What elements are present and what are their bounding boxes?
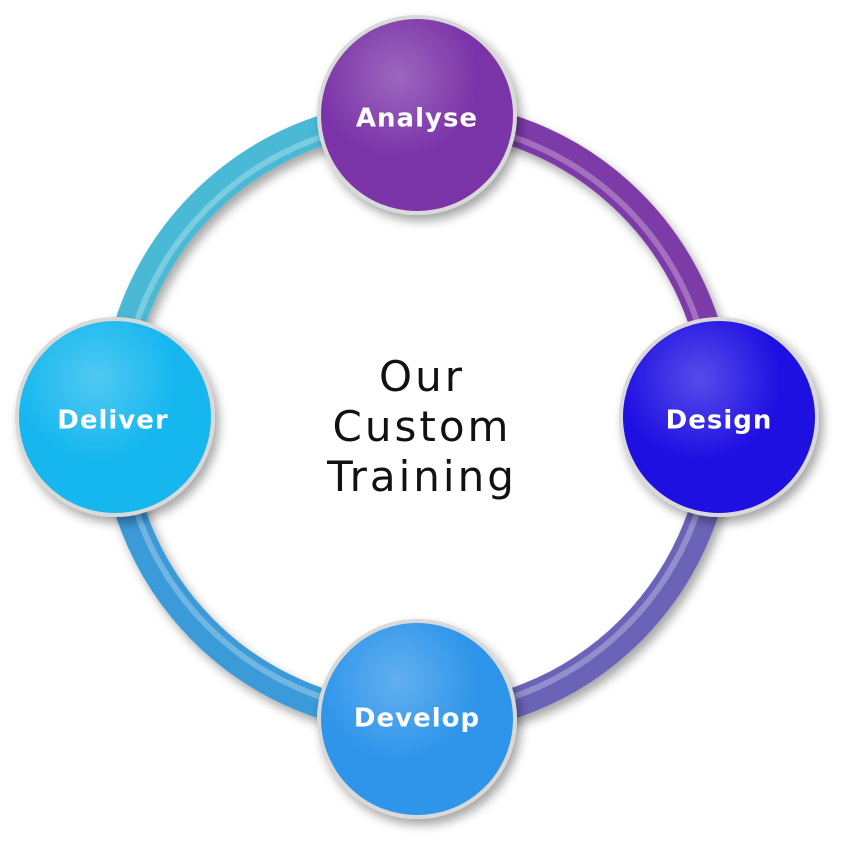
center-title: Our Custom Training <box>272 352 572 502</box>
stage-label-analyse: Analyse <box>356 104 478 134</box>
stage-node-develop[interactable]: Develop <box>317 619 517 819</box>
center-title-line-2: Custom <box>332 402 512 451</box>
center-title-line-3: Training <box>327 452 517 501</box>
stage-node-design[interactable]: Design <box>619 317 819 517</box>
stage-label-design: Design <box>666 406 773 436</box>
stage-label-deliver: Deliver <box>57 406 168 436</box>
center-title-line-1: Our <box>379 352 465 401</box>
stage-node-analyse[interactable]: Analyse <box>317 15 517 215</box>
stage-node-deliver[interactable]: Deliver <box>15 317 215 517</box>
stage-label-develop: Develop <box>354 704 480 734</box>
